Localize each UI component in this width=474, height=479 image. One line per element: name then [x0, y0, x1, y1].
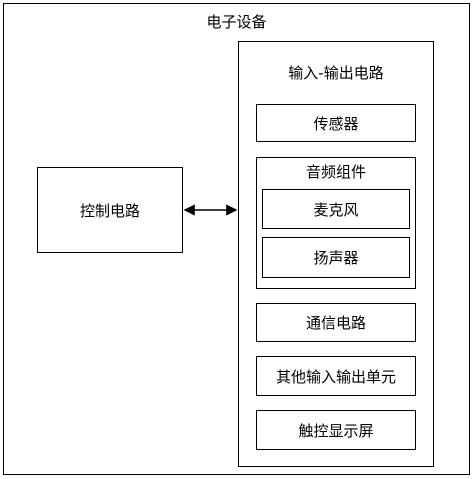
speaker-label: 扬声器 — [313, 249, 359, 267]
microphone-box: 麦克风 — [262, 189, 410, 229]
sensor-box: 传感器 — [256, 104, 416, 142]
io-circuit-title: 输入-输出电路 — [288, 64, 384, 82]
audio-component-title: 音频组件 — [305, 163, 366, 181]
communication-circuit-label: 通信电路 — [305, 314, 366, 332]
control-circuit-box: 控制电路 — [37, 167, 183, 253]
touch-display-label: 触控显示屏 — [298, 421, 374, 440]
speaker-box: 扬声器 — [262, 237, 410, 278]
microphone-label: 麦克风 — [313, 200, 359, 219]
other-io-units-box: 其他输入输出单元 — [256, 356, 416, 396]
control-circuit-label: 控制电路 — [79, 201, 140, 220]
device-title: 电子设备 — [206, 13, 267, 31]
sensor-label: 传感器 — [313, 114, 359, 133]
other-io-units-label: 其他输入输出单元 — [275, 367, 396, 386]
touch-display-box: 触控显示屏 — [256, 410, 416, 450]
communication-circuit-box: 通信电路 — [256, 303, 416, 342]
